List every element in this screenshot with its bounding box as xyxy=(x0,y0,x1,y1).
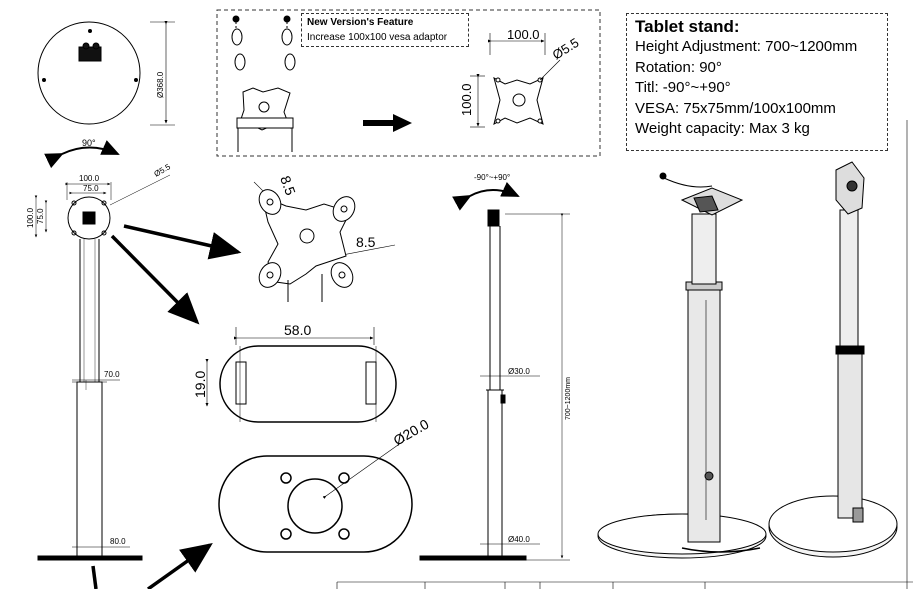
side-100-label: 100.0 xyxy=(26,207,35,228)
adapter-85-right-label: 8.5 xyxy=(356,234,376,250)
vesa-100-label: 100.0 xyxy=(79,174,100,183)
spec-box: Tablet stand: Height Adjustment: 700~120… xyxy=(626,13,888,151)
feature-box: New Version's Feature Increase 100x100 v… xyxy=(301,13,469,47)
adapter-plate-detail xyxy=(253,181,396,302)
vesa-hole-label: Ø5.5 xyxy=(550,35,582,63)
hole-20-label: Ø20.0 xyxy=(391,416,432,449)
height-range-label: 700~1200mm xyxy=(565,377,572,420)
clamp-width-label: 58.0 xyxy=(284,322,311,338)
spec-line-tilt: Titl: -90°~+90° xyxy=(635,79,731,96)
vesa-width-label: 100.0 xyxy=(507,27,540,42)
oval-base-plate xyxy=(218,439,413,553)
vesa-75-label: 75.0 xyxy=(83,184,99,193)
spec-line-height: Height Adjustment: 700~1200mm xyxy=(635,38,858,55)
arrow-right-icon xyxy=(363,114,412,132)
title-block-fragment xyxy=(336,120,913,589)
side-75-label: 75.0 xyxy=(36,208,45,224)
pole-70-label: 70.0 xyxy=(104,370,120,379)
d30-label: Ø30.0 xyxy=(508,367,530,376)
base-top-view xyxy=(37,21,175,126)
stand-render-right xyxy=(768,161,898,558)
pole-side-view xyxy=(419,182,570,561)
base-diameter-label: Ø368.0 xyxy=(156,71,165,98)
adapter-exploded-view xyxy=(231,15,296,152)
d40-label: Ø40.0 xyxy=(508,535,530,544)
pole-80-label: 80.0 xyxy=(110,537,126,546)
spec-line-rotation: Rotation: 90° xyxy=(635,58,722,76)
feature-title: New Version's Feature xyxy=(307,17,414,28)
spec-line-vesa: VESA: 75x75mm/100x100mm xyxy=(635,99,836,117)
feature-dashed-box xyxy=(216,9,601,157)
hole-55-label: Ø5.5 xyxy=(153,162,173,179)
vesa-height-label: 100.0 xyxy=(459,83,474,116)
spec-title: Tablet stand: xyxy=(635,17,740,36)
callout-arrows xyxy=(91,224,242,589)
tilt-label: -90°~+90° xyxy=(474,173,510,182)
vesa-adapter-view xyxy=(470,33,561,128)
rotation-label: 90° xyxy=(82,138,96,148)
adapter-85-top-label: 8.5 xyxy=(277,174,299,198)
pole-front-view xyxy=(34,140,171,561)
clamp-drawing xyxy=(205,327,397,423)
feature-desc: Increase 100x100 vesa adaptor xyxy=(307,32,448,43)
spec-line-weight: Weight capacity: Max 3 kg xyxy=(635,120,810,137)
stand-render-left xyxy=(597,172,767,559)
clamp-height-label: 19.0 xyxy=(192,371,208,398)
